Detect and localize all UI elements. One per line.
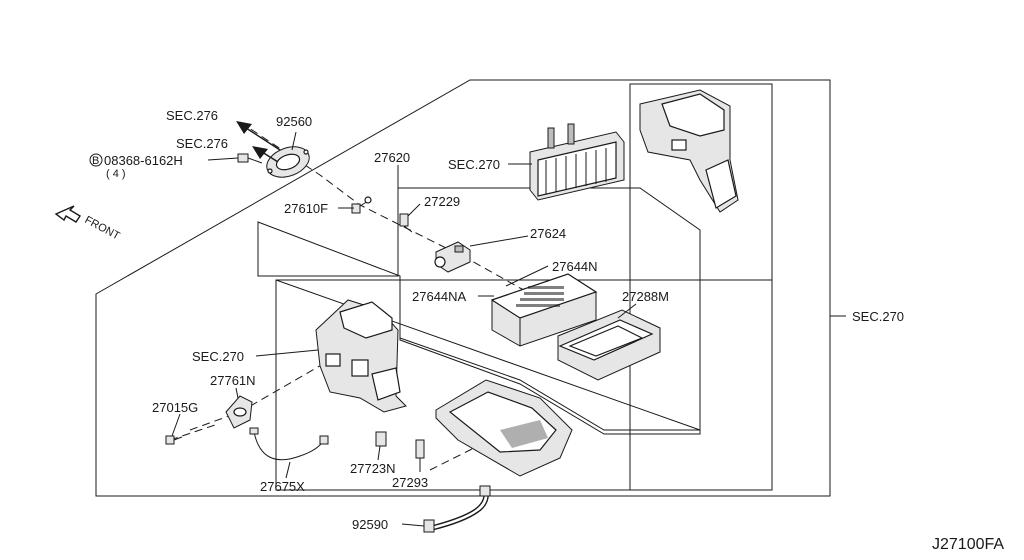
part-27610f-fastener[interactable] (351, 196, 372, 214)
part-27293-seal[interactable] (415, 439, 425, 459)
label-92590[interactable]: 92590 (352, 517, 388, 532)
front-arrow-icon (54, 205, 81, 223)
label-27288m[interactable]: 27288M (622, 289, 669, 304)
leader-27761n (235, 387, 239, 399)
front-label: FRONT (83, 214, 122, 243)
part-27015g-screw[interactable] (165, 435, 183, 445)
part-27675x-harness[interactable] (249, 427, 329, 461)
arrow-sec276-upper-icon (236, 121, 281, 151)
label-sec276-upper[interactable]: SEC.276 (166, 108, 218, 123)
part-27624-sensor[interactable] (434, 241, 471, 273)
leader-92560 (291, 131, 297, 151)
leader-27229 (407, 203, 421, 217)
part-92590-hose[interactable] (423, 485, 491, 533)
leader-sec270-left (255, 349, 319, 357)
leader-27624 (469, 235, 529, 247)
label-27644na[interactable]: 27644NA (412, 289, 467, 304)
circled-b-icon (89, 153, 103, 167)
label-sec270-right[interactable]: SEC.270 (852, 309, 904, 324)
label-27610f[interactable]: 27610F (284, 201, 328, 216)
label-sec276-lower[interactable]: SEC.276 (176, 136, 228, 151)
label-27644n[interactable]: 27644N (552, 259, 598, 274)
label-sec270-left[interactable]: SEC.270 (192, 349, 244, 364)
front-direction-indicator: FRONT (54, 205, 122, 243)
leader-08368 (207, 157, 239, 161)
part-heater-core[interactable] (529, 123, 625, 201)
part-27761n-motor[interactable] (225, 395, 253, 429)
part-27288m-filter[interactable] (557, 309, 661, 381)
lower-case-box (275, 279, 773, 491)
part-upper-duct[interactable] (639, 89, 739, 213)
assembly-outer-frame (95, 79, 831, 497)
label-27675x[interactable]: 27675X (260, 479, 305, 494)
leader-27723n (377, 445, 381, 461)
label-92560[interactable]: 92560 (276, 114, 312, 129)
part-drain-tray[interactable] (435, 379, 573, 477)
label-sec270-top[interactable]: SEC.270 (448, 157, 500, 172)
part-27229-screw[interactable] (399, 213, 413, 233)
leader-27015g (171, 413, 181, 437)
label-27293[interactable]: 27293 (392, 475, 428, 490)
part-92560-flange[interactable] (263, 141, 314, 182)
fastener-axis-dashed (169, 424, 216, 441)
leader-27644n (505, 265, 549, 287)
part-27644n-evaporator[interactable] (490, 273, 598, 347)
label-27620[interactable]: 27620 (374, 150, 410, 165)
part-27723n-clip[interactable] (375, 431, 387, 447)
label-08368-qty: ( 4 ) (106, 168, 126, 180)
lower-case-group-frame (275, 279, 701, 435)
label-08368-group[interactable]: B 08368-6162H ( 4 ) (89, 153, 183, 180)
label-27229[interactable]: 27229 (424, 194, 460, 209)
leader-27288m (617, 303, 637, 319)
leader-27675x (285, 461, 291, 479)
arrow-sec276-lower-icon (252, 146, 279, 163)
leader-92590 (401, 523, 425, 527)
circled-b-letter: B (92, 155, 99, 167)
part-lower-case-housing[interactable] (315, 299, 407, 413)
label-27624[interactable]: 27624 (530, 226, 566, 241)
label-27761n[interactable]: 27761N (210, 373, 256, 388)
label-27015g[interactable]: 27015G (152, 400, 198, 415)
label-08368: 08368-6162H (104, 153, 183, 168)
diagram-reference-code: J27100FA (932, 536, 1004, 553)
label-27723n[interactable]: 27723N (350, 461, 396, 476)
blower-axis-dashed (189, 359, 331, 431)
